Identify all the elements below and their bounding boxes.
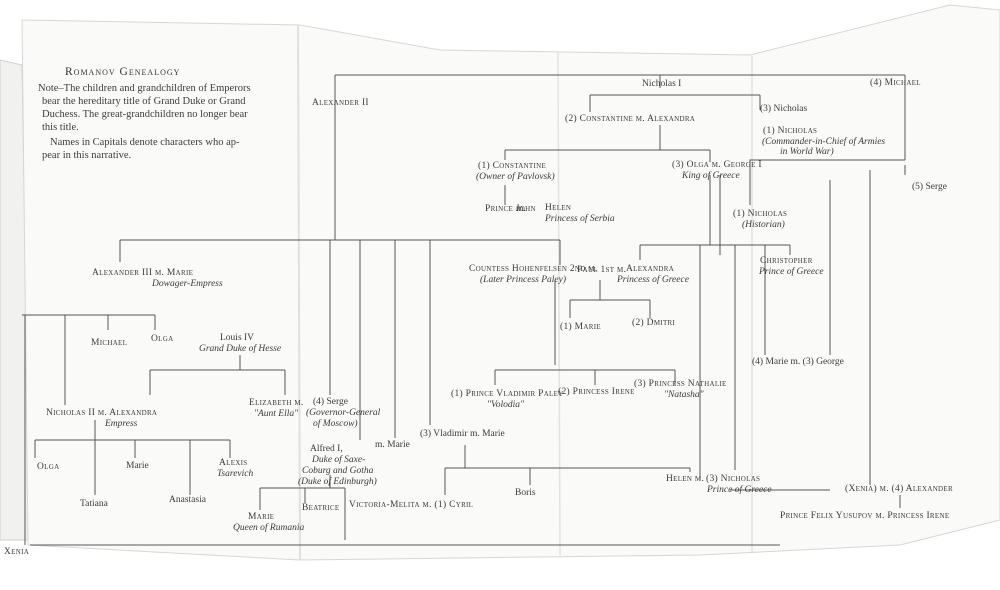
person-title: in World War): [780, 147, 834, 157]
person-label: (3) Olga m. George I: [672, 160, 762, 170]
person-label: (3) Nicholas: [706, 474, 761, 484]
person-label: Elizabeth m.: [249, 398, 304, 408]
person-title: Queen of Rumania: [233, 523, 305, 533]
person-label: Anastasia: [169, 495, 206, 505]
person-title: of Moscow): [313, 419, 358, 429]
person-label: (3) Vladimir m. Marie: [420, 429, 505, 439]
fold-line: [297, 24, 301, 561]
person-label: (1) Nicholas: [763, 126, 818, 136]
person-title: "Aunt Ella": [254, 409, 299, 419]
person-title: Grand Duke of Hesse: [199, 344, 282, 354]
person-label: (4) Serge: [313, 397, 348, 407]
person-title: (Owner of Pavlovsk): [476, 172, 555, 182]
person-title: (Governor-General: [306, 408, 381, 418]
person-label: Alexandra: [626, 264, 675, 274]
person-title: Prince of Greece: [759, 267, 824, 277]
person-title: (Later Princess Paley): [480, 275, 567, 285]
person-label: (1) Marie: [560, 322, 601, 332]
note-line: this title.: [42, 122, 79, 133]
person-title: (Commander-in-Chief of Armies: [762, 137, 886, 147]
person-title: (Duke of Edinburgh): [298, 477, 377, 487]
person-label: Tatiana: [80, 499, 108, 509]
person-label: (1) Constantine: [478, 161, 547, 171]
person-label: Helen: [545, 203, 572, 213]
person-label: Nicholas I: [642, 79, 682, 89]
person-label: (Xenia) m. (4) Alexander: [845, 484, 953, 494]
person-label: m. Marie: [375, 440, 410, 450]
person-label: (3) Princess Nathalie: [634, 379, 727, 389]
person-label: Olga: [151, 334, 174, 344]
person-label: Olga: [37, 462, 60, 472]
person-label: (5) Serge: [912, 182, 947, 192]
person-label: (4) Marie m. (3) George: [752, 357, 844, 367]
note-line: Note–The children and grandchildren of E…: [38, 83, 251, 94]
person-label: (3) Nicholas: [760, 104, 808, 114]
person-title: Coburg and Gotha: [302, 466, 374, 476]
person-label: Marie: [126, 461, 149, 471]
person-label: Countess Hohenfelsen 2nd m.: [469, 264, 598, 274]
person-label: (4) Michael: [870, 78, 921, 88]
person-label: (2) Dmitri: [632, 318, 676, 328]
person-label: Victoria-Melita m. (1) Cyril: [349, 500, 474, 510]
person-title: King of Greece: [682, 171, 740, 181]
person-label: (2) Princess Irene: [558, 387, 635, 397]
person-title: Dowager-Empress: [152, 279, 223, 289]
person-title: Duke of Saxe-: [312, 455, 366, 465]
person-label: Christopher: [760, 256, 813, 266]
page-title: Romanov Genealogy: [65, 66, 181, 78]
note-line: bear the hereditary title of Grand Duke …: [42, 96, 246, 107]
connector-lines: [22, 74, 906, 546]
person-label: Nicholas II m. Alexandra: [46, 408, 158, 418]
person-title: "Volodia": [487, 400, 525, 410]
person-title: Princess of Serbia: [545, 214, 615, 224]
person-title: Empress: [105, 419, 138, 429]
marriage-label: m.: [516, 204, 526, 214]
person-label: Paul 1st m.: [577, 265, 627, 275]
person-title: Tsarevich: [217, 469, 254, 479]
person-label: Alexis: [219, 458, 248, 468]
person-label: Boris: [515, 488, 536, 498]
person-label: Louis IV: [220, 333, 255, 343]
person-label: (1) Nicholas: [733, 209, 788, 219]
person-label: Prince Felix Yusupov m. Princess Irene: [780, 511, 950, 521]
person-label: Prince John: [485, 204, 536, 214]
note-line: Names in Capitals denote characters who …: [50, 137, 240, 148]
person-title: Prince of Greece: [707, 485, 772, 495]
person-label: Alfred I,: [310, 444, 343, 454]
paper-sheet: [21, 4, 1000, 561]
person-title: "Natasha": [664, 390, 704, 400]
person-label: Helen m.: [666, 474, 705, 484]
person-label: Xenia: [4, 547, 30, 557]
person-label: (1) Prince Vladimir Paley: [451, 389, 564, 399]
person-label: Alexander II: [312, 98, 369, 108]
note-line: Duchess. The great-grandchildren no long…: [42, 109, 248, 120]
person-label: Alexander III m. Marie: [92, 268, 194, 278]
person-title: (Historian): [742, 220, 785, 230]
person-title: Princess of Greece: [617, 275, 689, 285]
person-label: Beatrice: [302, 503, 340, 513]
person-label: Michael: [91, 338, 128, 348]
person-label: (2) Constantine m. Alexandra: [565, 114, 696, 124]
note-line: pear in this narrative.: [42, 150, 132, 161]
person-label: Marie: [248, 512, 275, 522]
fold-line: [557, 51, 561, 556]
